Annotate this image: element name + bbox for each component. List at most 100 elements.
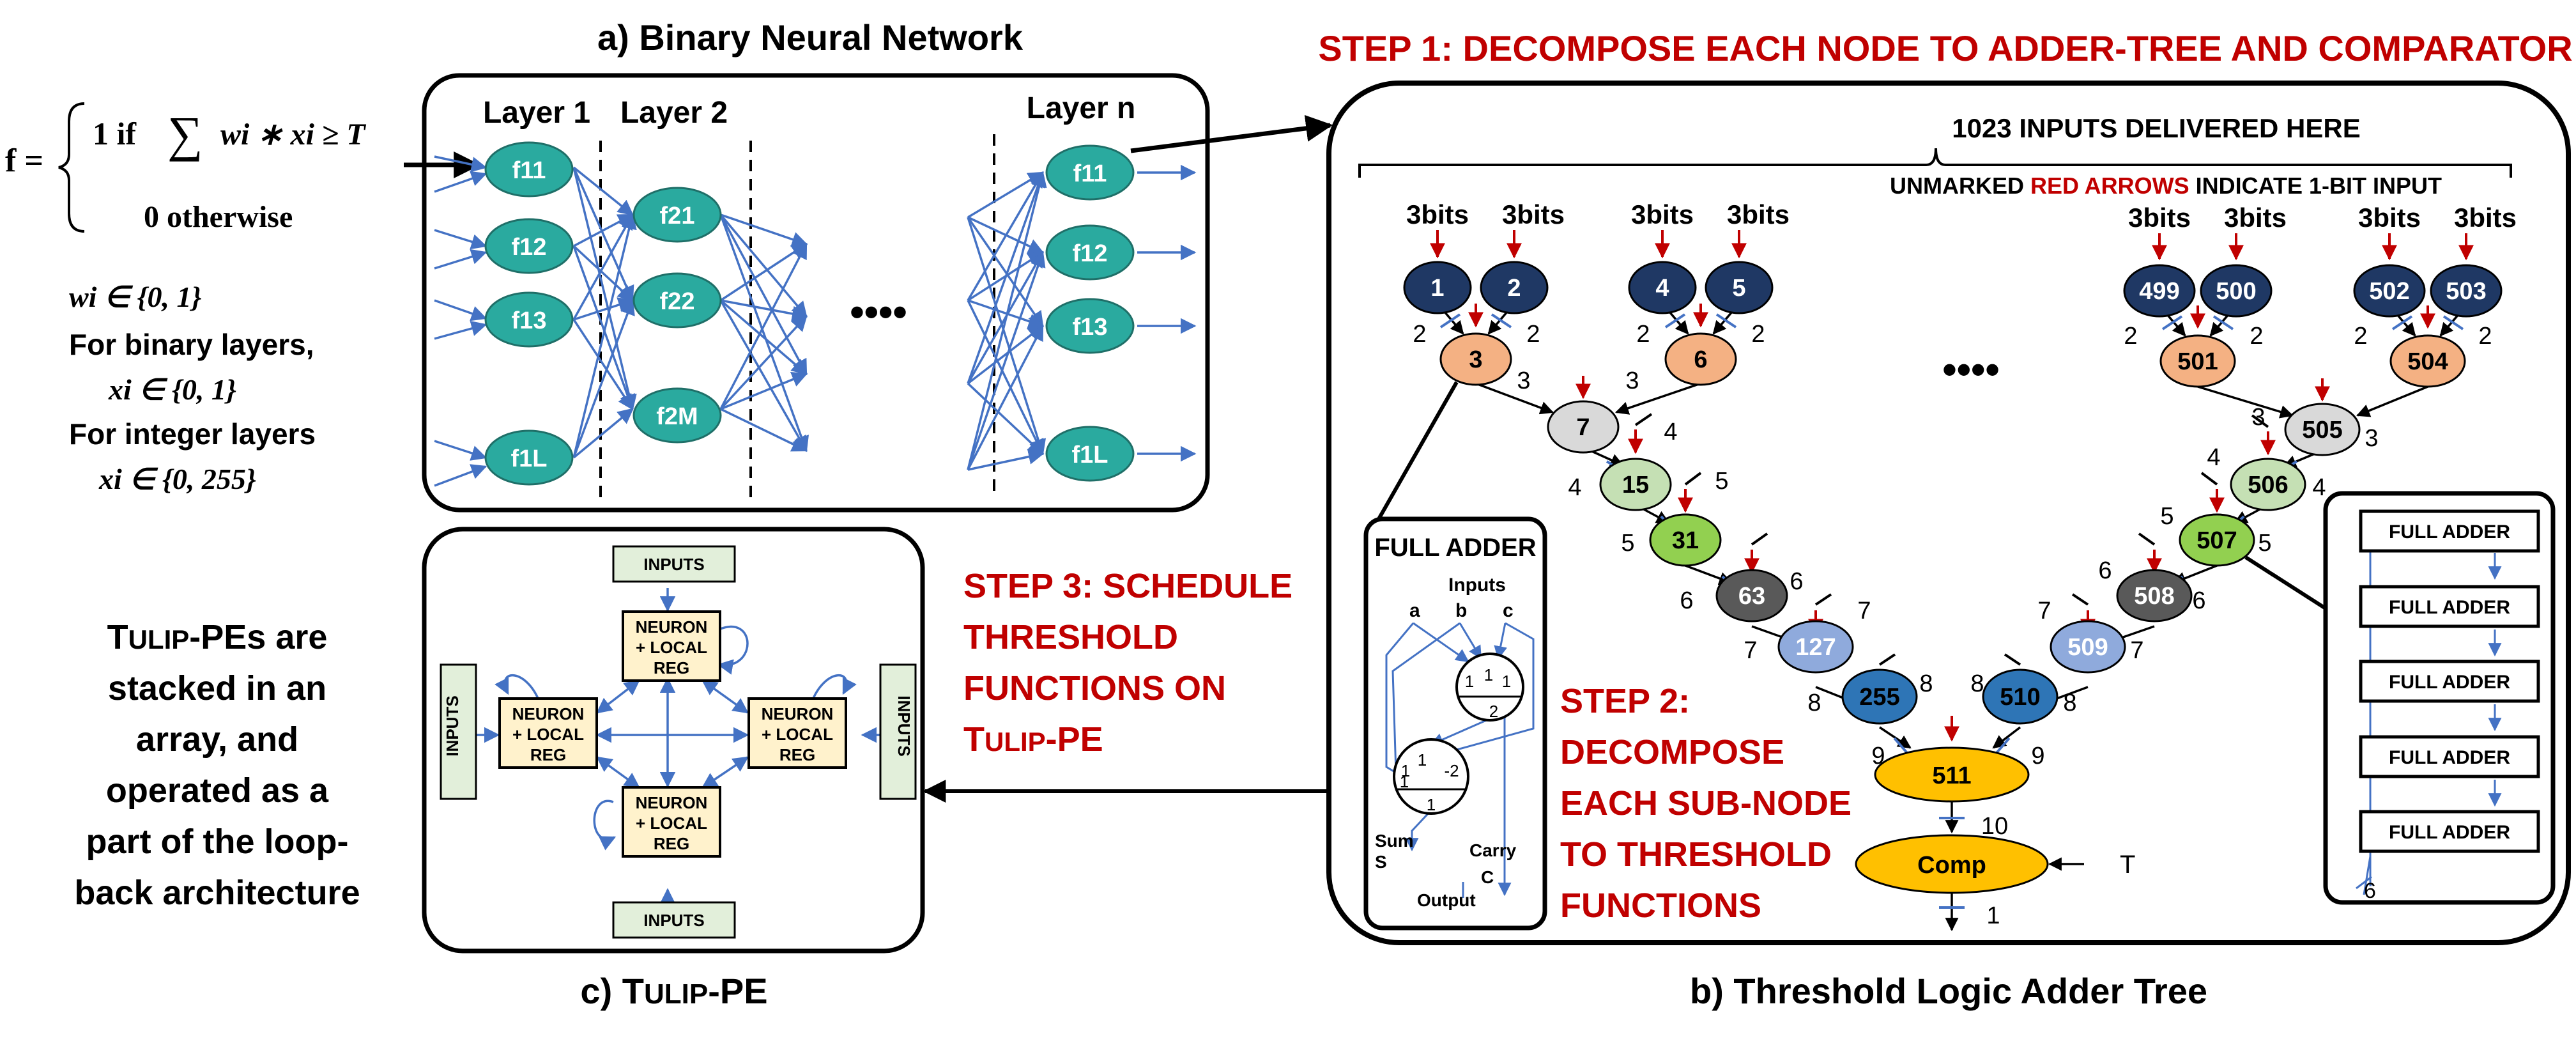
tree-node-labels: 1 2 4 5 3 6 7 15 31 63 127 255 511 Comp … <box>1430 275 2486 879</box>
width-label: 3 <box>2365 425 2378 452</box>
width-label: 10 <box>1981 813 2008 840</box>
wire <box>1494 622 1508 660</box>
node-label: 500 <box>2216 278 2256 305</box>
width-label: 8 <box>1970 670 1984 697</box>
tree-edge <box>2197 385 2294 419</box>
width-label: 9 <box>1871 743 1885 769</box>
neuron-box-top <box>622 610 721 682</box>
node-label: f1L <box>511 445 548 472</box>
chain-box-2 <box>2359 585 2540 628</box>
tick <box>1893 737 1908 754</box>
formula-case2: 0 otherwise <box>144 200 293 234</box>
edge <box>572 245 634 302</box>
step1-title: STEP 1: DECOMPOSE EACH NODE TO ADDER-TRE… <box>1318 28 2572 68</box>
edge <box>719 299 808 375</box>
pe-links <box>476 588 885 913</box>
tree-node-505 <box>2284 403 2361 456</box>
layer1-label: Layer 1 <box>483 96 590 130</box>
self-loop <box>717 625 749 675</box>
node-label: 510 <box>2000 684 2040 711</box>
tree-edge <box>1992 726 2021 749</box>
width-label: 9 <box>2031 743 2044 769</box>
node-label: 1 <box>1430 275 1444 302</box>
edge <box>572 245 636 411</box>
tick <box>2212 315 2234 330</box>
neuron-boxes <box>498 610 847 858</box>
edge <box>967 382 1044 455</box>
tree-edge <box>1475 382 1554 415</box>
chain-box-4 <box>2359 735 2540 778</box>
width-label: 7 <box>1744 637 1757 664</box>
tree-node-127 <box>1777 620 1854 674</box>
formula: f = 1 if ∑ wi ∗ xi ≥ T 0 otherwise wi ∈ … <box>5 102 366 495</box>
network-node-labels: f11 f12 f13 f1L f21 f22 f2M f11 f12 f13 … <box>511 157 1108 472</box>
node-label: 511 <box>1932 762 1971 789</box>
width-label: 3 <box>1625 367 1639 394</box>
width-label: 2 <box>2124 323 2137 350</box>
self-loop <box>593 800 617 851</box>
tick <box>1439 313 1461 328</box>
link <box>596 756 640 789</box>
formula-binary-label: For binary layers, <box>69 328 314 361</box>
node-l1-1 <box>484 141 574 197</box>
node-label: 503 <box>2446 278 2486 305</box>
step3-line: STEP 3: SCHEDULE <box>963 567 1292 605</box>
edge <box>434 321 487 340</box>
chain-width-label: 6 <box>2364 879 2376 903</box>
network-nodes <box>484 141 1135 486</box>
node-label: 31 <box>1672 527 1699 554</box>
chain-boxes <box>2359 509 2540 853</box>
edge <box>434 440 487 461</box>
edge <box>967 217 1044 328</box>
width-label: 6 <box>1790 568 1803 595</box>
tree-node-7 <box>1547 400 1620 454</box>
bits-label: 3bits <box>1631 199 1694 229</box>
node-label: f2M <box>656 403 698 430</box>
inputs-label: INPUTS <box>643 911 704 930</box>
node-label: 504 <box>2407 348 2448 375</box>
chain-label: FULL ADDER <box>2389 822 2510 843</box>
inputs-boxes <box>440 545 917 939</box>
edge <box>719 213 808 318</box>
neuron-label: NEURON <box>762 704 834 723</box>
edge <box>967 171 1044 301</box>
edge <box>720 372 808 410</box>
neuron-label: + LOCAL <box>762 725 833 744</box>
bits-label: 3bits <box>2128 203 2191 233</box>
tree-node-63 <box>1715 569 1788 622</box>
bits-labels: 3bits 3bits 3bits 3bits 3bits 3bits 3bit… <box>1406 199 2517 233</box>
width-label: 7 <box>1857 598 1871 624</box>
width-label: 6 <box>1680 587 1693 614</box>
tick <box>2200 472 2218 486</box>
tlg-weight: 1 <box>1502 672 1511 691</box>
panel-c-frame <box>422 527 925 954</box>
left-text-line1: TULIP-PEs are <box>107 618 328 656</box>
tree-edge <box>2356 385 2428 417</box>
tree-node-4 <box>1628 261 1697 314</box>
tree-node-500 <box>2200 264 2273 318</box>
formula-sum: ∑ <box>167 106 203 162</box>
tlg-carry <box>1455 653 1524 722</box>
step2-line: FUNCTIONS <box>1560 886 1761 925</box>
node-label: f21 <box>660 203 695 229</box>
wire <box>1405 809 1432 852</box>
panel-a-frame <box>422 73 1210 513</box>
tree-node-506 <box>2230 458 2306 511</box>
left-text-line4: operated as a <box>106 771 329 810</box>
node-label: 63 <box>1738 583 1765 610</box>
node-label: f13 <box>1073 314 1108 341</box>
node-label: 6 <box>1694 346 1707 373</box>
panel-c: INPUTS INPUTS INPUTS INPUTS NEURON + LOC… <box>422 527 925 1011</box>
tree-node-1 <box>1403 261 1472 314</box>
node-l1-4 <box>484 429 574 486</box>
tick <box>1664 313 1686 328</box>
inputs-box-bottom <box>612 901 736 939</box>
width-label: 4 <box>2312 474 2326 501</box>
node-label: 509 <box>2067 634 2108 661</box>
node-label: f13 <box>512 307 547 334</box>
tree-node-510 <box>1982 668 2058 725</box>
bits-label: 3bits <box>1406 199 1469 229</box>
tree-edge <box>1879 726 1912 749</box>
layern-label: Layer n <box>1027 91 1136 125</box>
inputs-box-right <box>879 663 917 800</box>
